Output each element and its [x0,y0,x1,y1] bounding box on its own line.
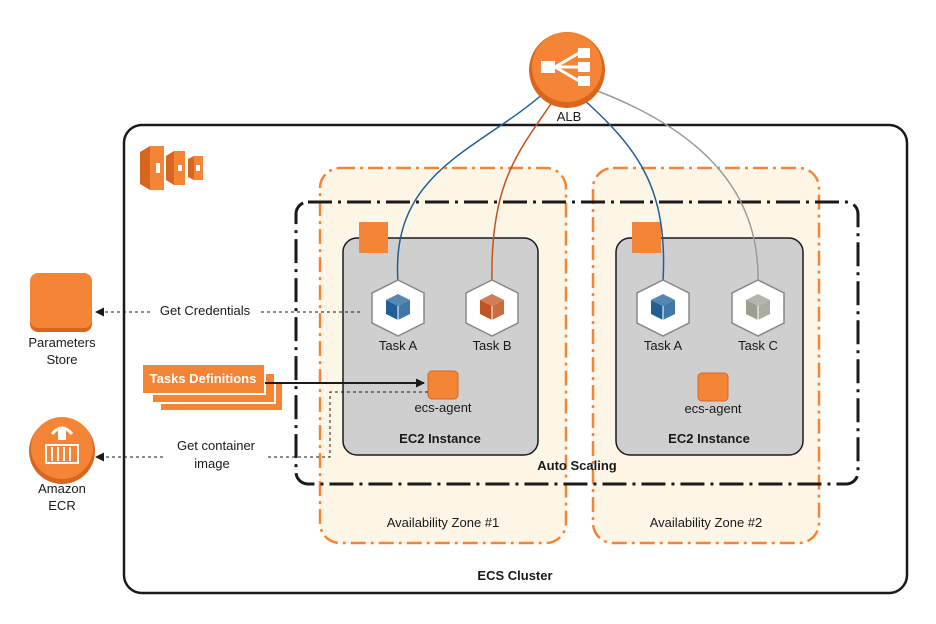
load-balancer-icon[interactable] [529,32,605,108]
alb-link-task-a-1 [396,91,546,283]
parameters-store-label: Parameters [28,335,96,350]
alb-link-task-a-2 [581,97,665,283]
task-label: Task A [644,338,683,353]
task-label: Task A [379,338,418,353]
auto-scaling-label: Auto Scaling [537,458,617,473]
agent-icon[interactable] [427,370,459,400]
agent-icon[interactable] [697,372,729,402]
ec2-instance-2-label: EC2 Instance [668,431,750,446]
ecr-label: ECR [48,498,75,513]
auto-scaling-group [294,200,860,486]
availability-zone-2-label: Availability Zone #2 [650,515,763,530]
task-label: Task B [472,338,511,353]
parameter-store-icon[interactable] [30,273,92,332]
container-cube-icon[interactable] [465,279,519,337]
get-container-label: image [194,456,229,471]
task-definitions-label: Tasks Definitions [150,371,257,386]
ecs-cluster-label: ECS Cluster [477,568,552,583]
alb-link-task-c [594,89,759,283]
container-cube-icon[interactable] [731,279,785,337]
ec2-instance-1-label: EC2 Instance [399,431,481,446]
ecr-label: Amazon [38,481,86,496]
alb-label: ALB [557,109,582,124]
availability-zone-1-label: Availability Zone #1 [387,515,500,530]
ecr-icon[interactable] [29,417,95,484]
container-cube-icon[interactable] [371,279,425,337]
get-container-label: Get container [177,438,256,453]
ecs-agent-label: ecs-agent [414,400,471,415]
ec2-badge-icon [359,222,388,253]
task-label: Task C [738,338,778,353]
get-credentials-label: Get Credentials [160,303,251,318]
task-definitions-stack[interactable] [141,363,284,412]
alb-link-task-b [491,97,556,283]
ec2-badge-icon [632,222,661,253]
ecs-agent-label: ecs-agent [684,401,741,416]
container-cube-icon[interactable] [636,279,690,337]
parameters-store-label: Store [46,352,77,367]
get-container-arrow [95,391,428,462]
ecs-logo-icon [140,146,203,190]
